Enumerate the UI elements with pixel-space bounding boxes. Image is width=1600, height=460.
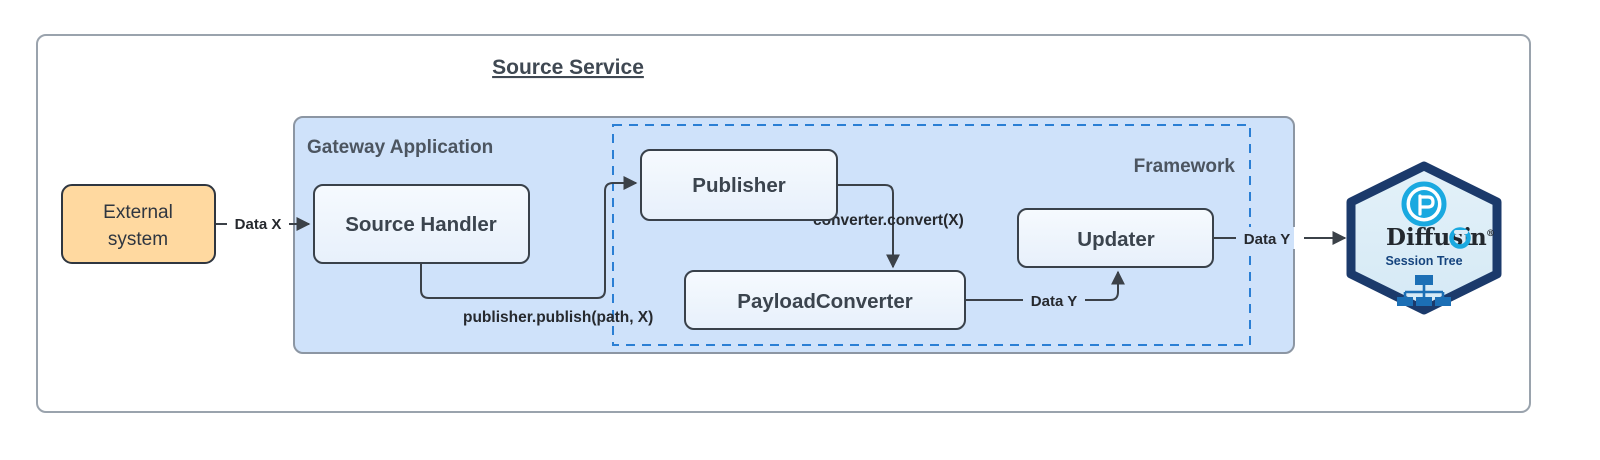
- edge-label-data-y-converter: Data Y: [1031, 293, 1077, 310]
- diffusion-wordmark-o-glyph: [1449, 227, 1471, 249]
- node-external-system-label-line2: system: [108, 229, 168, 250]
- edge-handler-to-publisher: [420, 176, 638, 299]
- node-payload-converter[interactable]: PayloadConverter: [684, 270, 966, 330]
- edge-label-publisher-publish: publisher.publish(path, X): [463, 309, 653, 326]
- edge-label-converter-convert: converter.convert(X): [813, 212, 964, 229]
- edge-publisher-to-converter: [837, 184, 900, 269]
- registered-trademark-mark: ®: [1486, 229, 1495, 239]
- edge-label-data-x: Data X: [235, 216, 282, 233]
- hexagon-shape: [1346, 161, 1502, 315]
- diffusion-wordmark-tail: n: [1470, 224, 1487, 251]
- gateway-application-label: Gateway Application: [307, 137, 493, 158]
- node-source-handler[interactable]: Source Handler: [313, 184, 530, 264]
- node-source-handler-label: Source Handler: [345, 213, 497, 236]
- node-publisher-label: Publisher: [692, 174, 785, 197]
- node-payload-converter-label: PayloadConverter: [737, 290, 912, 313]
- diffusion-logo-icon: [1401, 181, 1447, 227]
- edge-converter-to-updater: [965, 270, 1125, 301]
- diffusion-session-tree[interactable]: Diffusi n ® Session Tree: [1346, 161, 1502, 315]
- node-external-system-label-line1: External: [103, 202, 173, 223]
- session-tree-icon: [1397, 275, 1451, 306]
- node-updater-label: Updater: [1077, 228, 1154, 251]
- session-tree-caption: Session Tree: [1385, 254, 1462, 268]
- framework-label: Framework: [1134, 156, 1236, 177]
- node-external-system[interactable]: External system: [61, 184, 216, 264]
- edge-label-data-y-updater: Data Y: [1244, 231, 1290, 248]
- node-publisher[interactable]: Publisher: [640, 149, 838, 221]
- framework-panel: [612, 124, 1251, 346]
- node-updater[interactable]: Updater: [1017, 208, 1214, 268]
- page-title: Source Service: [492, 56, 644, 79]
